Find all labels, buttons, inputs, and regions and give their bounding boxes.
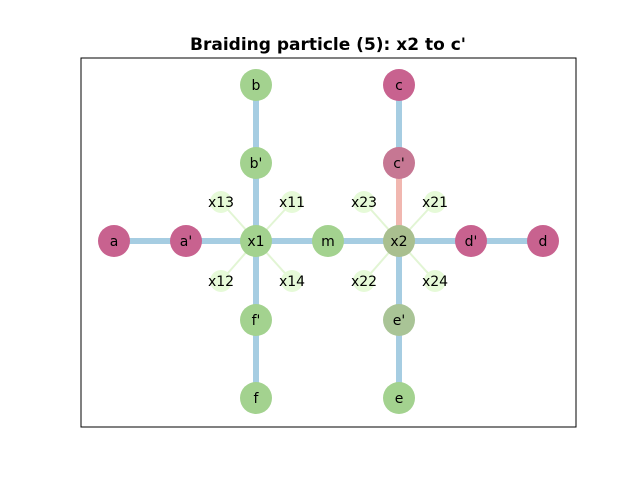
node-label-x1: x1 <box>247 234 264 250</box>
node-m: m <box>312 225 344 257</box>
node-cp: c' <box>383 147 415 179</box>
node-label-dp: d' <box>465 234 478 250</box>
node-label-x12: x12 <box>208 274 234 290</box>
node-dp: d' <box>455 225 487 257</box>
node-a: a <box>98 225 130 257</box>
node-fp: f' <box>240 304 272 336</box>
node-label-f: f <box>254 391 260 407</box>
node-circle-e <box>383 382 415 414</box>
node-x11: x11 <box>279 191 305 213</box>
node-label-bp: b' <box>250 156 263 172</box>
node-circle-a <box>98 225 130 257</box>
node-x13: x13 <box>208 191 234 213</box>
node-x23: x23 <box>351 191 377 213</box>
node-c: c <box>383 69 415 101</box>
node-circle-x14 <box>281 270 303 292</box>
node-label-b: b <box>252 78 261 94</box>
node-circle-fp <box>240 304 272 336</box>
node-label-ap: a' <box>180 234 192 250</box>
node-label-c: c <box>395 78 403 94</box>
node-label-x2: x2 <box>390 234 407 250</box>
node-x24: x24 <box>422 270 448 292</box>
node-circle-bp <box>240 147 272 179</box>
node-label-x11: x11 <box>279 195 305 211</box>
node-circle-b <box>240 69 272 101</box>
node-x14: x14 <box>279 270 305 292</box>
node-f: f <box>240 382 272 414</box>
diagram-title: Braiding particle (5): x2 to c' <box>190 35 466 55</box>
node-ep: e' <box>383 304 415 336</box>
node-label-x24: x24 <box>422 274 448 290</box>
node-circle-m <box>312 225 344 257</box>
plot-frame <box>80 57 577 428</box>
nodes-layer: a a' x1 m x2 d' d b b' f' f c c' e' e x13 x11 x12 x14 x23 x2… <box>98 69 559 414</box>
node-label-d: d <box>539 234 548 250</box>
node-circle-x24 <box>424 270 446 292</box>
node-circle-f <box>240 382 272 414</box>
node-circle-d <box>527 225 559 257</box>
node-label-x13: x13 <box>208 195 234 211</box>
node-circle-ep <box>383 304 415 336</box>
node-b: b <box>240 69 272 101</box>
node-circle-x12 <box>210 270 232 292</box>
node-e: e <box>383 382 415 414</box>
node-x12: x12 <box>208 270 234 292</box>
node-label-x22: x22 <box>351 274 377 290</box>
node-label-m: m <box>321 234 335 250</box>
node-circle-c <box>383 69 415 101</box>
node-label-fp: f' <box>252 313 261 329</box>
node-label-x21: x21 <box>422 195 448 211</box>
node-x1: x1 <box>240 225 272 257</box>
node-circle-cp <box>383 147 415 179</box>
node-label-a: a <box>110 234 119 250</box>
node-x2: x2 <box>383 225 415 257</box>
node-circle-x1 <box>240 225 272 257</box>
node-d: d <box>527 225 559 257</box>
node-circle-x13 <box>210 191 232 213</box>
node-x21: x21 <box>422 191 448 213</box>
node-label-x14: x14 <box>279 274 305 290</box>
node-circle-ap <box>170 225 202 257</box>
node-circle-x2 <box>383 225 415 257</box>
node-label-ep: e' <box>393 313 405 329</box>
node-ap: a' <box>170 225 202 257</box>
node-circle-x22 <box>353 270 375 292</box>
node-circle-x21 <box>424 191 446 213</box>
node-label-e: e <box>395 391 404 407</box>
node-bp: b' <box>240 147 272 179</box>
node-x22: x22 <box>351 270 377 292</box>
node-label-x23: x23 <box>351 195 377 211</box>
node-circle-x23 <box>353 191 375 213</box>
node-circle-dp <box>455 225 487 257</box>
node-label-cp: c' <box>393 156 405 172</box>
node-circle-x11 <box>281 191 303 213</box>
